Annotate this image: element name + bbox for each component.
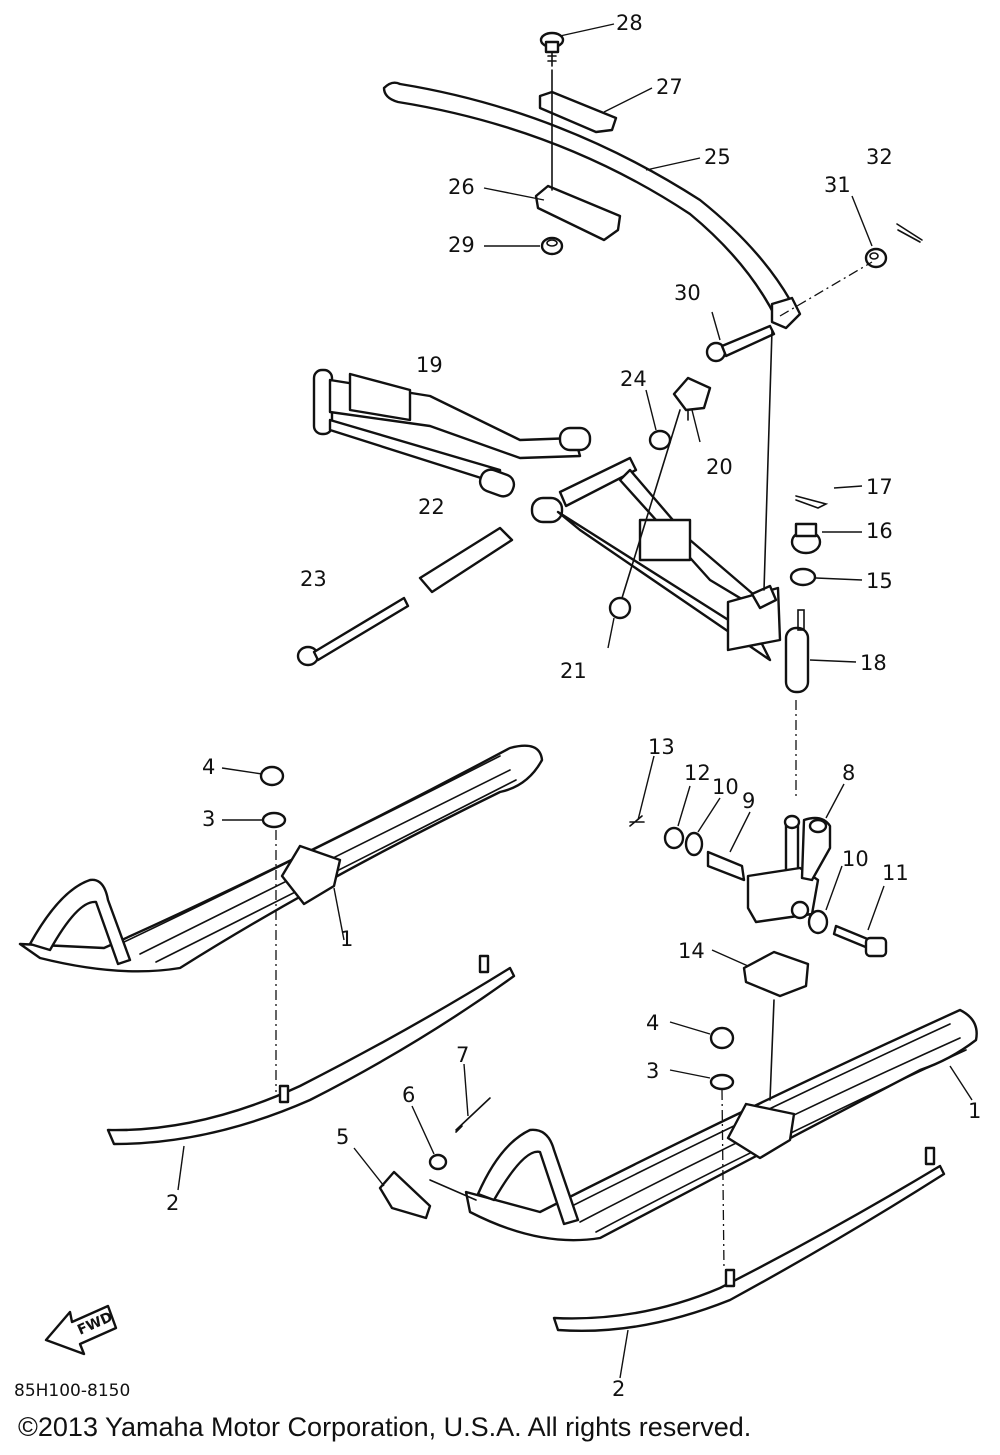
part-16-castle-nut <box>790 522 822 555</box>
part-19-upper-arm <box>312 368 592 498</box>
callout-1-left: 1 <box>340 927 353 951</box>
callout-8: 8 <box>842 761 855 785</box>
spindle-group <box>629 814 888 998</box>
callout-22: 22 <box>418 495 445 519</box>
callout-11: 11 <box>882 861 909 885</box>
callout-21: 21 <box>560 659 587 683</box>
callout-17: 17 <box>866 475 893 499</box>
callout-3-right: 3 <box>646 1059 659 1083</box>
fwd-arrow-icon: FWD <box>44 1304 118 1356</box>
part-10-washer-right <box>807 909 829 935</box>
part-26-plate <box>534 184 622 242</box>
part-28-bolt <box>539 31 565 67</box>
part-5-wear-bar <box>378 1170 432 1220</box>
part-18-lower-arm <box>530 456 810 694</box>
leaf-spring-group <box>382 31 923 363</box>
part-14-rubber-block <box>742 950 810 998</box>
part-2-runner-left <box>106 966 516 1146</box>
part-9-collar <box>706 850 746 882</box>
callout-10-b: 10 <box>842 847 869 871</box>
callout-27: 27 <box>656 75 683 99</box>
callout-7: 7 <box>456 1043 469 1067</box>
part-17-cotter-pin <box>795 495 829 509</box>
part-4-nut-right <box>709 1026 735 1050</box>
part-3-washer-left <box>261 811 287 829</box>
part-7-pin <box>455 1097 491 1133</box>
callout-18: 18 <box>860 651 887 675</box>
copyright-text: ©2013 Yamaha Motor Corporation, U.S.A. A… <box>18 1412 751 1442</box>
part-11-bolt <box>832 924 888 958</box>
callout-29: 29 <box>448 233 475 257</box>
right-ski-group <box>378 999 978 1333</box>
part-30-bolt <box>705 324 776 363</box>
part-2-runner-right <box>552 1164 946 1333</box>
callout-14: 14 <box>678 939 705 963</box>
callout-16: 16 <box>866 519 893 543</box>
callout-6: 6 <box>402 1083 415 1107</box>
callout-4-right: 4 <box>646 1011 659 1035</box>
callout-26: 26 <box>448 175 475 199</box>
callout-32: 32 <box>866 145 893 169</box>
part-15-washer <box>789 567 817 587</box>
part-24-nut <box>648 429 672 451</box>
callout-15: 15 <box>866 569 893 593</box>
callout-20: 20 <box>706 455 733 479</box>
callout-24: 24 <box>620 367 647 391</box>
part-20-bracket <box>672 376 712 412</box>
callout-labels: 28 27 25 26 29 31 32 30 19 24 20 17 16 2… <box>166 11 981 1401</box>
part-10-washer-left <box>684 831 704 857</box>
part-32-cotter-pin <box>896 223 923 243</box>
callout-30: 30 <box>674 281 701 305</box>
callout-19: 19 <box>416 353 443 377</box>
part-22-sleeve <box>418 526 514 594</box>
callout-10-a: 10 <box>712 775 739 799</box>
part-6-grommet <box>428 1153 448 1171</box>
callout-9: 9 <box>742 789 755 813</box>
part-31-nut <box>864 247 888 269</box>
part-4-nut-left <box>259 765 285 787</box>
callout-28: 28 <box>616 11 643 35</box>
part-12-nut <box>663 826 685 850</box>
diagram-code: 85H100-8150 <box>14 1381 130 1401</box>
part-8-spindle <box>746 814 832 924</box>
callout-12: 12 <box>684 761 711 785</box>
callout-13: 13 <box>648 735 675 759</box>
callout-1-right: 1 <box>968 1099 981 1123</box>
left-ski-group <box>18 744 544 1146</box>
callout-2-right: 2 <box>612 1377 625 1401</box>
callout-31: 31 <box>824 173 851 197</box>
part-21-nut <box>608 596 632 620</box>
part-13-pin <box>629 815 645 827</box>
callout-25: 25 <box>704 145 731 169</box>
callout-23: 23 <box>300 567 327 591</box>
callout-3-left: 3 <box>202 807 215 831</box>
callout-4-left: 4 <box>202 755 215 779</box>
callout-2-left: 2 <box>166 1191 179 1215</box>
callout-5: 5 <box>336 1125 349 1149</box>
part-29-nut <box>540 236 564 256</box>
part-3-washer-right <box>709 1073 735 1091</box>
a-arm-group <box>296 329 829 800</box>
part-23-bolt <box>296 596 410 667</box>
leader-lines <box>177 23 973 1379</box>
